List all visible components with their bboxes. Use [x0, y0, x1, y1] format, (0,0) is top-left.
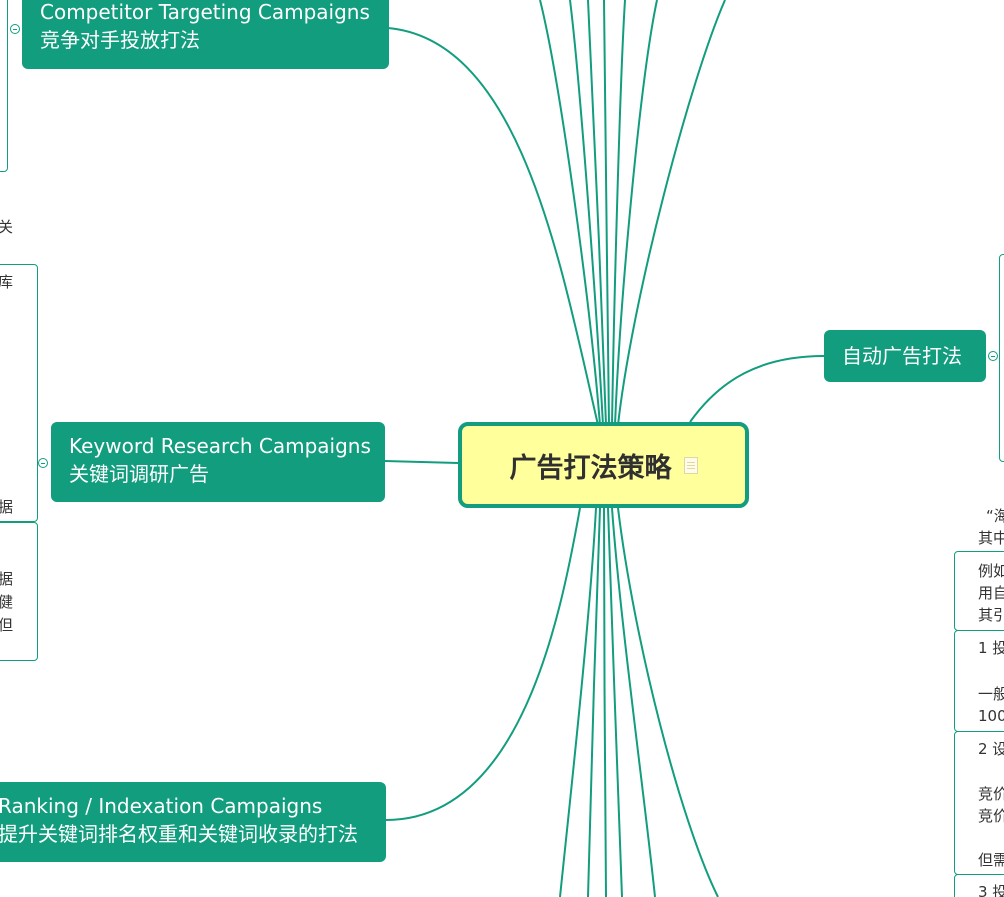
- node-competitor-targeting[interactable]: Competitor Targeting Campaigns 竞争对手投放打法: [22, 0, 389, 69]
- left-subtopic-box-top: [0, 0, 8, 172]
- node-keyword-research[interactable]: Keyword Research Campaigns 关键词调研广告: [51, 422, 385, 502]
- right-subtopic-box-3: [954, 731, 1004, 875]
- right-fragment-block3-line3: 竞价: [978, 807, 1004, 825]
- connector-auto: [689, 355, 825, 423]
- right-fragment-block2-line3: 100: [978, 707, 1004, 725]
- node-auto-label: 自动广告打法: [842, 344, 962, 368]
- root-topic[interactable]: 广告打法策略: [458, 422, 749, 508]
- root-topic-label: 广告打法策略: [509, 452, 672, 484]
- right-fragment-quote: “海: [986, 507, 1004, 525]
- right-fragment-block3-line2: 竞价: [978, 785, 1004, 803]
- right-fragment-block3-line4: 但需: [978, 851, 1004, 869]
- collapse-toggle-keyword-research[interactable]: [38, 458, 48, 468]
- left-fragment-3: 据: [0, 498, 14, 516]
- connector-ranking: [385, 507, 581, 821]
- left-fragment-1: 关: [0, 218, 14, 236]
- node-auto-campaigns[interactable]: 自动广告打法: [824, 330, 986, 382]
- right-fragment-block2-line1: 1 投: [978, 639, 1004, 657]
- connector-keyword-research: [384, 460, 459, 464]
- note-icon[interactable]: [683, 456, 698, 474]
- right-fragment-block2-line2: 一般: [978, 685, 1004, 703]
- right-subtopic-box-top: [999, 254, 1004, 462]
- collapse-toggle-auto[interactable]: [988, 351, 998, 361]
- right-subtopic-box-4: [954, 874, 1004, 897]
- right-fragment-quote-2: 其中: [978, 529, 1004, 547]
- left-fragment-2: 库: [0, 273, 14, 291]
- left-fragment-5: 健: [0, 593, 14, 611]
- right-fragment-block4-line1: 3 投: [978, 883, 1004, 897]
- node-ranking-en: Ranking / Indexation Campaigns: [0, 794, 323, 818]
- right-fragment-block1-line3: 其引: [978, 606, 1004, 624]
- node-keyword-research-zh: 关键词调研广告: [69, 462, 209, 486]
- connector-competitor: [387, 27, 599, 426]
- right-subtopic-box-2: [954, 630, 1004, 732]
- node-competitor-en: Competitor Targeting Campaigns: [40, 0, 370, 24]
- node-ranking-indexation[interactable]: Ranking / Indexation Campaigns 提升关键词排名权重…: [0, 782, 386, 862]
- node-ranking-zh: 提升关键词排名权重和关键词收录的打法: [0, 822, 358, 846]
- node-keyword-research-en: Keyword Research Campaigns: [69, 434, 371, 458]
- right-fragment-block1-line1: 例如: [978, 562, 1004, 580]
- left-subtopic-box-lower: [0, 522, 38, 661]
- right-fragment-block3-line1: 2 设: [978, 740, 1004, 758]
- left-fragment-6: 但: [0, 616, 14, 634]
- collapse-toggle-competitor[interactable]: [10, 24, 20, 34]
- left-fragment-4: 据: [0, 570, 14, 588]
- right-fragment-block1-line2: 用自: [978, 584, 1004, 602]
- node-competitor-zh: 竞争对手投放打法: [40, 28, 200, 52]
- left-subtopic-box-middle: [0, 264, 38, 522]
